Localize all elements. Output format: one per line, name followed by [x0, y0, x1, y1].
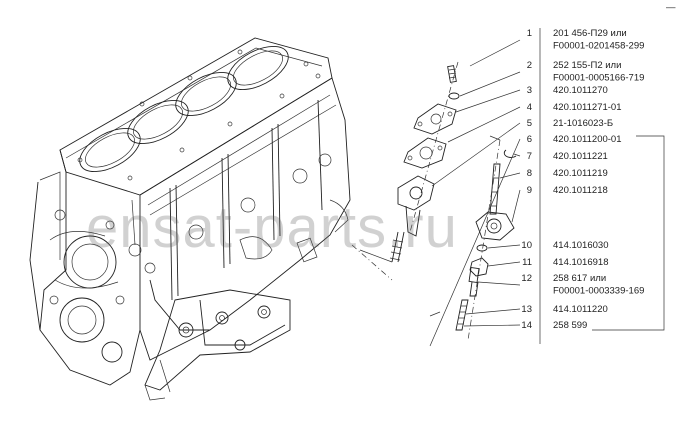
- corner-mark: —: [666, 2, 676, 13]
- part-number: 10: [521, 240, 532, 251]
- engine-block-icon: [29, 37, 351, 401]
- part-number: 12: [521, 273, 532, 284]
- part-number: 8: [527, 168, 532, 179]
- part-code: F00001-0005166-719: [553, 73, 644, 84]
- part-code: 21-1016023-Б: [553, 118, 613, 129]
- part-code: 252 155-П2 или: [553, 60, 621, 71]
- part-code: 420.1011270: [553, 85, 608, 96]
- part-code: 420.1011271-01: [553, 102, 622, 113]
- watermark-text: ensat-parts.ru: [86, 195, 458, 260]
- part-code: 258 599: [553, 320, 587, 331]
- part-number: 2: [527, 60, 532, 71]
- part-code: 420.1011218: [553, 185, 608, 196]
- part-code: 420.1011219: [553, 168, 608, 179]
- part-number: 11: [522, 257, 532, 268]
- part-number: 7: [527, 151, 532, 162]
- part-number: 13: [521, 304, 532, 315]
- part-code: 201 456-П29 или: [553, 28, 627, 39]
- part-number: 5: [527, 118, 532, 129]
- part-code: 258 617 или: [553, 273, 606, 284]
- part-number: 3: [527, 85, 532, 96]
- part-number: 1: [527, 28, 532, 39]
- part-code: 420.1011200-01: [553, 134, 622, 145]
- part-code: 414.1016918: [553, 257, 608, 268]
- leader-lines: [351, 28, 665, 347]
- exploded-parts-icon: [389, 65, 517, 331]
- part-number: 4: [527, 102, 532, 113]
- part-code: 420.1011221: [553, 151, 608, 162]
- part-code: 414.1011220: [553, 304, 608, 315]
- part-code: 414.1016030: [553, 240, 608, 251]
- part-number: 6: [527, 134, 532, 145]
- part-code: F00001-0003339-169: [553, 286, 644, 297]
- part-number: 9: [527, 185, 532, 196]
- part-number: 14: [521, 320, 532, 331]
- part-code: F00001-0201458-299: [553, 41, 644, 52]
